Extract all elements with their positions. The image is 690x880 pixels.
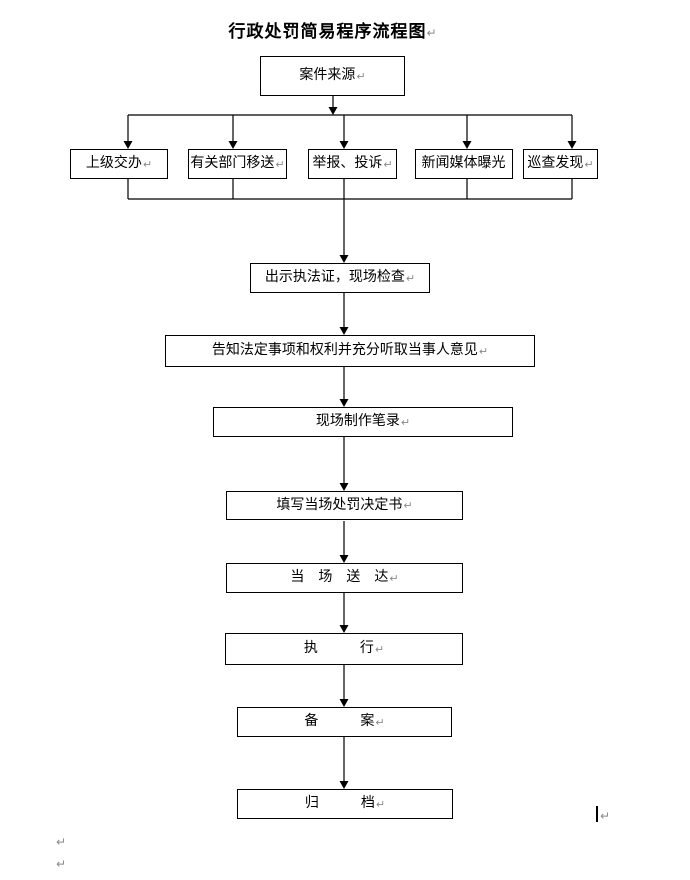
flow-box-label: 新闻媒体曝光 — [421, 156, 506, 171]
flow-box-label: 现场制作笔录 — [315, 414, 400, 429]
flow-box-onsite-record[interactable]: 现场制作笔录↵ — [213, 407, 513, 437]
flow-box-label: 举报、投诉 — [312, 156, 383, 171]
paragraph-mark-icon: ↵ — [356, 69, 366, 83]
paragraph-mark-icon: ↵ — [142, 157, 153, 171]
flow-box-case-source[interactable]: 案件来源↵ — [260, 56, 405, 96]
arrowhead-icon — [228, 141, 238, 149]
arrowhead-icon — [339, 555, 349, 563]
arrowhead-icon — [462, 141, 472, 149]
arrowhead-icon — [567, 141, 577, 149]
arrowhead-icon — [328, 107, 338, 115]
flow-box-archiving[interactable]: 归 档↵ — [237, 789, 453, 819]
paragraph-mark-icon: ↵ — [478, 344, 489, 358]
paragraph-mark-icon: ↵ — [403, 499, 413, 512]
flow-box-label: 填写当场处罚决定书 — [276, 497, 403, 513]
arrowhead-icon — [339, 699, 349, 707]
flow-box-report-complaint[interactable]: 举报、投诉↵ — [308, 149, 397, 179]
flow-box-label: 上级交办 — [85, 156, 142, 171]
flow-box-inform-rights[interactable]: 告知法定事项和权利并充分听取当事人意见↵ — [165, 335, 535, 367]
paragraph-mark-icon: ↵ — [383, 157, 393, 171]
flow-box-label: 归 档 — [304, 796, 375, 811]
paragraph-mark-icon: ↵ — [374, 642, 385, 656]
flow-box-execution[interactable]: 执 行↵ — [225, 633, 463, 665]
flow-box-label: 当 场 送 达 — [290, 570, 389, 585]
arrowhead-icon — [339, 327, 349, 335]
paragraph-mark-icon: ↵ — [275, 157, 285, 171]
flow-box-media-exposure[interactable]: 新闻媒体曝光 — [415, 149, 513, 179]
arrowhead-icon — [339, 141, 349, 149]
paragraph-mark-icon: ↵ — [389, 571, 399, 585]
arrowhead-icon — [339, 255, 349, 263]
paragraph-mark-icon: ↵ — [405, 271, 416, 285]
text-cursor — [596, 806, 598, 822]
flow-box-filing[interactable]: 备 案↵ — [237, 707, 452, 737]
connector-lines — [127, 96, 573, 781]
paragraph-mark-icon: ↵ — [600, 809, 611, 823]
paragraph-mark-icon: ↵ — [400, 415, 411, 429]
arrowhead-icon — [339, 625, 349, 633]
paragraph-mark-icon: ↵ — [426, 26, 438, 40]
arrowhead-icon — [339, 399, 349, 407]
flow-box-label: 出示执法证，现场检查 — [264, 270, 405, 285]
paragraph-mark-icon: ↵ — [56, 835, 67, 849]
arrowhead-icon — [339, 483, 349, 491]
arrowhead-icon — [123, 141, 133, 149]
flow-box-superior-assignment[interactable]: 上级交办↵ — [70, 149, 168, 179]
flow-box-label: 告知法定事项和权利并充分听取当事人意见 — [211, 343, 478, 358]
flow-box-patrol-discovery[interactable]: 巡查发现↵ — [523, 149, 598, 179]
flow-box-fill-decision[interactable]: 填写当场处罚决定书↵ — [226, 491, 463, 520]
flow-box-label: 有关部门移送 — [190, 156, 275, 171]
arrowheads — [123, 107, 577, 789]
paragraph-mark-icon: ↵ — [375, 797, 386, 811]
page-title-text: 行政处罚简易程序流程图 — [228, 22, 427, 41]
flow-box-onsite-delivery[interactable]: 当 场 送 达↵ — [226, 563, 463, 593]
flow-box-department-transfer[interactable]: 有关部门移送↵ — [188, 149, 287, 179]
flow-box-label: 备 案 — [304, 714, 375, 729]
paragraph-mark-icon: ↵ — [375, 715, 385, 729]
paragraph-mark-icon: ↵ — [584, 157, 594, 171]
flow-box-label: 案件来源 — [299, 68, 356, 83]
flow-box-label: 巡查发现 — [527, 156, 584, 171]
arrowhead-icon — [339, 781, 349, 789]
page-title: 行政处罚简易程序流程图↵ — [0, 17, 666, 42]
flow-box-label: 执 行 — [303, 641, 374, 656]
paragraph-mark-icon: ↵ — [56, 857, 67, 871]
flow-box-show-credentials-inspect[interactable]: 出示执法证，现场检查↵ — [250, 263, 430, 293]
